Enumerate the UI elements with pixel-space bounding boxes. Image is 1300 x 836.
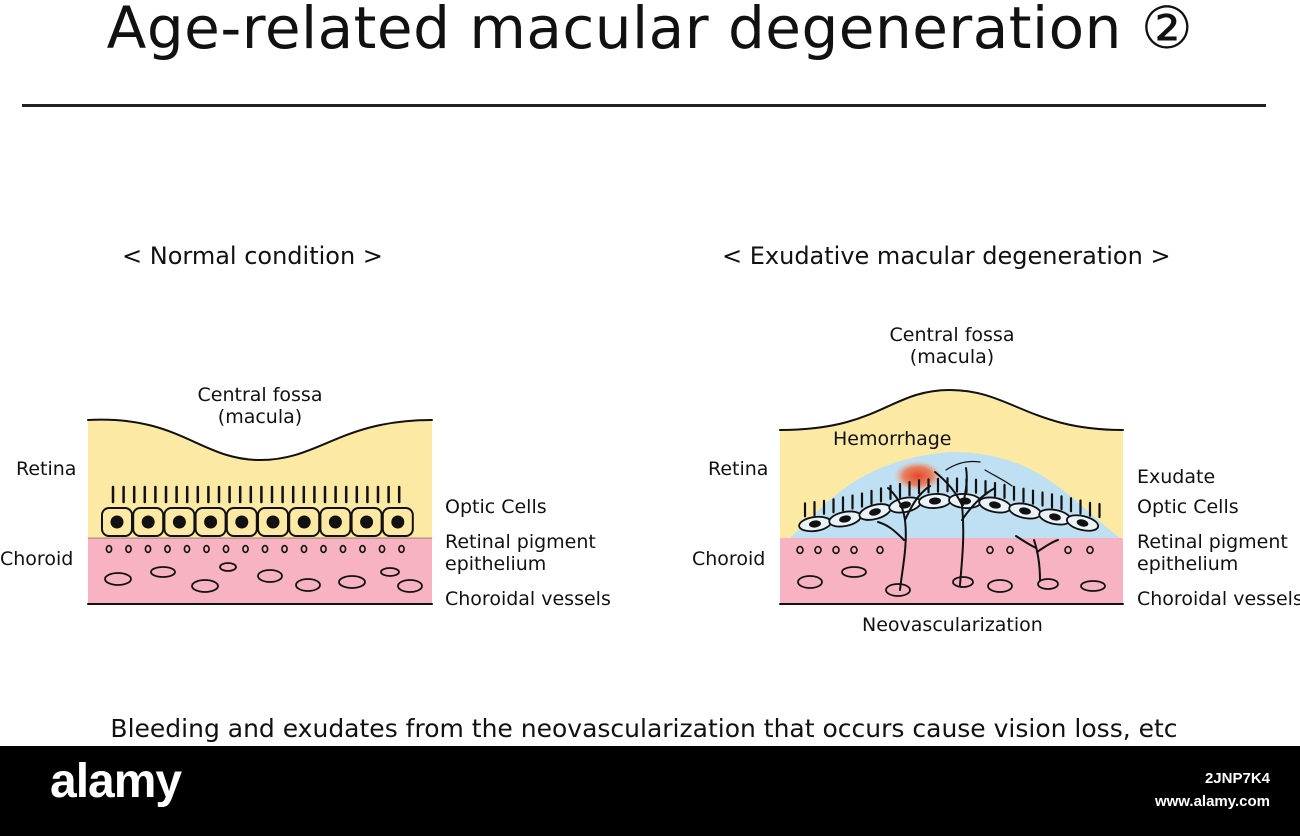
normal-rpe-line2: epithelium	[445, 553, 547, 575]
exudative-heading: < Exudative macular degeneration >	[722, 242, 1171, 270]
choroid-dot	[183, 544, 191, 554]
choroid-dot	[398, 544, 405, 554]
choroid-dot	[261, 544, 269, 554]
exudative-rpe-cells	[798, 493, 1100, 533]
rpe-nucleus	[391, 515, 405, 529]
neovascularization-label: Neovascularization	[862, 614, 1043, 636]
choroid-dot	[164, 544, 171, 554]
rpe-nucleus	[1019, 507, 1031, 515]
caption: Bleeding and exudates from the neovascul…	[110, 714, 1178, 743]
rpe-nucleus	[328, 515, 342, 529]
normal-fossa-line2: (macula)	[217, 406, 303, 428]
choroid-dot	[242, 544, 249, 554]
normal-choroid-label: Choroid	[0, 548, 74, 570]
exudative-rpe-line2: epithelium	[1137, 553, 1239, 575]
rpe-cell	[978, 496, 1012, 514]
choroid-dot	[105, 544, 113, 554]
title-divider	[22, 104, 1266, 107]
exudative-retina-surface	[779, 388, 1124, 431]
rpe-nucleus	[839, 515, 851, 523]
exudative-choroid-dots	[796, 545, 1094, 555]
choroid-dot	[125, 544, 132, 554]
choroid-dot	[876, 545, 884, 555]
exudative-rpe-line1: Retinal pigment	[1137, 531, 1288, 553]
watermark-logo: alamy	[50, 755, 182, 808]
rpe-nucleus	[929, 497, 941, 505]
exudative-choroid-layer	[780, 538, 1123, 604]
rpe-nucleus	[266, 515, 280, 529]
normal-rpe-cells	[101, 507, 414, 537]
normal-fossa-line1: Central fossa	[197, 384, 323, 406]
normal-choroidal-vessels	[104, 562, 423, 593]
choroid-dot	[850, 545, 858, 555]
exudative-fossa-line2: (macula)	[909, 346, 995, 368]
exudative-rpe-label: Retinal pigment epithelium	[1137, 531, 1288, 575]
watermark-image-id: 2JNP7K4	[1204, 770, 1270, 787]
watermark-bar	[0, 746, 1300, 836]
rpe-nucleus	[809, 520, 821, 528]
choroid-dot	[832, 545, 840, 555]
choroid-dot	[378, 544, 386, 554]
choroid-dot	[796, 545, 804, 555]
exudative-optic-cells-label: Optic Cells	[1137, 496, 1239, 518]
choroid-dot	[359, 544, 366, 554]
rpe-nucleus	[989, 501, 1001, 509]
normal-rpe-label: Retinal pigment epithelium	[445, 531, 596, 575]
normal-fossa-label: Central fossa (macula)	[180, 384, 340, 428]
rpe-nucleus	[297, 515, 311, 529]
hemorrhage-label: Hemorrhage	[833, 428, 952, 450]
normal-diagram	[87, 418, 433, 605]
exudative-photoreceptors	[803, 477, 1101, 519]
choroid-dot	[320, 544, 327, 554]
rpe-nucleus	[172, 515, 186, 529]
neovascular-vessels	[877, 460, 1059, 591]
rpe-cell	[1065, 514, 1100, 532]
exudative-choroid-label: Choroid	[692, 548, 766, 570]
normal-choroid-dots	[105, 544, 405, 554]
choroid-dot	[144, 544, 152, 554]
choroid-dot	[1064, 545, 1072, 555]
exudative-fossa-line1: Central fossa	[889, 324, 1015, 346]
choroid-dot	[986, 545, 994, 555]
choroid-dot	[203, 544, 210, 554]
rpe-nucleus	[869, 508, 881, 516]
rpe-nucleus	[360, 515, 374, 529]
exudative-diagram	[779, 388, 1124, 605]
rpe-nucleus	[110, 515, 124, 529]
rpe-nucleus	[235, 515, 249, 529]
exudative-choroidal-vessels-label: Choroidal vessels	[1137, 588, 1300, 610]
choroid-dot	[814, 545, 822, 555]
normal-heading: < Normal condition >	[122, 242, 383, 270]
choroid-dot	[1086, 545, 1094, 555]
rpe-cell	[888, 496, 922, 514]
page-title: Age-related macular degeneration ②	[106, 0, 1194, 62]
rpe-nucleus	[204, 515, 218, 529]
exudative-choroidal-vessels	[797, 566, 1106, 597]
normal-rpe-line1: Retinal pigment	[445, 531, 596, 553]
exudative-fossa-label: Central fossa (macula)	[872, 324, 1032, 368]
hemorrhage-spot	[894, 461, 942, 491]
rpe-nucleus	[141, 515, 155, 529]
watermark-site: www.alamy.com	[1154, 793, 1270, 810]
choroid-dot	[300, 544, 308, 554]
rpe-cell	[1038, 508, 1072, 526]
rpe-nucleus	[1076, 519, 1089, 527]
exudative-retina-label: Retina	[708, 458, 769, 480]
rpe-nucleus	[1049, 513, 1061, 521]
rpe-cell	[858, 503, 892, 521]
choroid-dot	[222, 544, 230, 554]
normal-choroidal-vessels-label: Choroidal vessels	[445, 588, 611, 610]
choroid-dot	[1006, 545, 1014, 555]
normal-retina-label: Retina	[16, 458, 77, 480]
choroid-dot	[339, 544, 347, 554]
normal-optic-cells-label: Optic Cells	[445, 496, 547, 518]
choroid-dot	[281, 544, 288, 554]
exudate-label: Exudate	[1137, 466, 1216, 488]
normal-photoreceptors	[111, 485, 401, 504]
normal-retina-surface	[87, 418, 433, 462]
